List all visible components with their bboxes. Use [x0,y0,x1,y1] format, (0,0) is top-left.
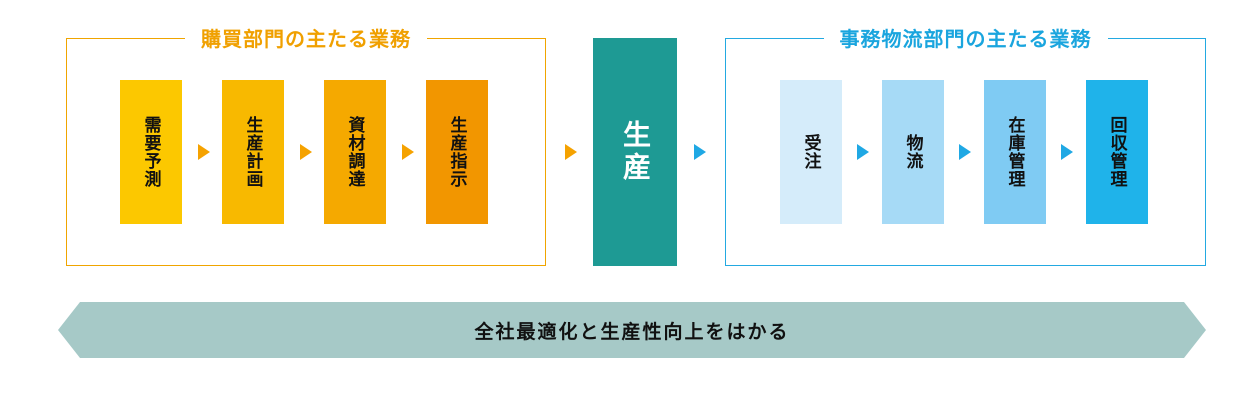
arrow-right-icon [959,144,971,160]
step-material-procurement: 資材調達 [324,80,386,224]
step-logistics: 物流 [882,80,944,224]
step-order-receipt: 受注 [780,80,842,224]
production-label: 生産 [619,120,652,184]
step-inventory-management: 在庫管理 [984,80,1046,224]
purchase-department-box: 購買部門の主たる業務 [66,25,546,266]
arrow-right-icon [1061,144,1073,160]
arrow-right-icon [565,144,577,160]
goal-banner: 全社最適化と生産性向上をはかる [58,302,1206,358]
arrow-right-icon [402,144,414,160]
logistics-department-box: 事務物流部門の主たる業務 [725,25,1206,266]
purchase-department-title: 購買部門の主たる業務 [185,25,427,53]
step-label: 需要予測 [140,116,161,188]
step-demand-forecast: 需要予測 [120,80,182,224]
step-label: 資材調達 [344,116,365,188]
step-label: 受注 [800,134,821,170]
goal-banner-text: 全社最適化と生産性向上をはかる [474,320,790,343]
arrow-right-icon [300,144,312,160]
step-label: 生産指示 [446,116,467,188]
arrow-right-icon [198,144,210,160]
production-block: 生産 [593,38,677,266]
arrow-right-icon [857,144,869,160]
step-collection-management: 回収管理 [1086,80,1148,224]
step-label: 在庫管理 [1004,116,1025,188]
double-arrow-shape [58,302,1206,358]
logistics-department-title: 事務物流部門の主たる業務 [823,25,1108,53]
step-production-planning: 生産計画 [222,80,284,224]
step-production-instruction: 生産指示 [426,80,488,224]
step-label: 回収管理 [1106,116,1127,188]
arrow-right-icon [694,144,706,160]
step-label: 生産計画 [242,116,263,188]
step-label: 物流 [902,134,923,170]
